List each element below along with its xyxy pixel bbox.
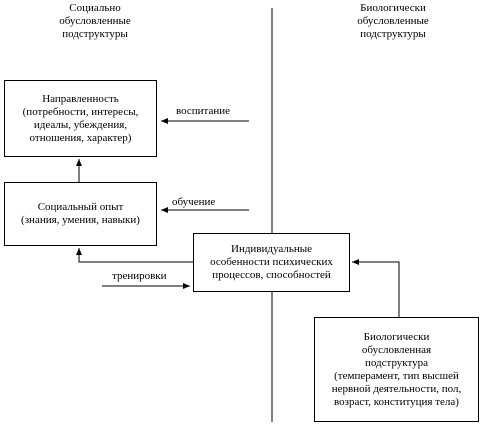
box-experience-detail: (знания, умения, навыки) [21, 214, 140, 226]
label-training: тренировки [112, 270, 167, 282]
arrow-biological-to-individual [352, 259, 400, 317]
box-orientation: Направленность (потребности, интересы, и… [4, 80, 157, 157]
box-biological-title: Биологически обусловленная подструктура [361, 330, 432, 369]
label-learning: обучение [172, 196, 216, 208]
box-biological: Биологически обусловленная подструктура … [314, 317, 479, 422]
header-social: Социально обусловленные подструктуры [59, 2, 131, 40]
box-experience-title: Социальный опыт [37, 201, 124, 213]
box-individual: Индивидуальные особенности психических п… [193, 233, 350, 292]
box-biological-detail: (темперамент, тип высшей нервной деятель… [331, 369, 462, 408]
label-upbringing: воспитание [176, 105, 231, 117]
box-individual-title: Индивидуальные особенности психических п… [210, 243, 333, 281]
box-orientation-detail: (потребности, интересы, идеалы, убеждени… [22, 105, 139, 144]
arrow-individual-to-experience [76, 248, 193, 263]
header-biological: Биологически обусловленные подструктуры [357, 2, 429, 40]
box-experience: Социальный опыт (знания, умения, навыки) [4, 182, 157, 246]
box-orientation-title: Направленность [42, 92, 119, 105]
